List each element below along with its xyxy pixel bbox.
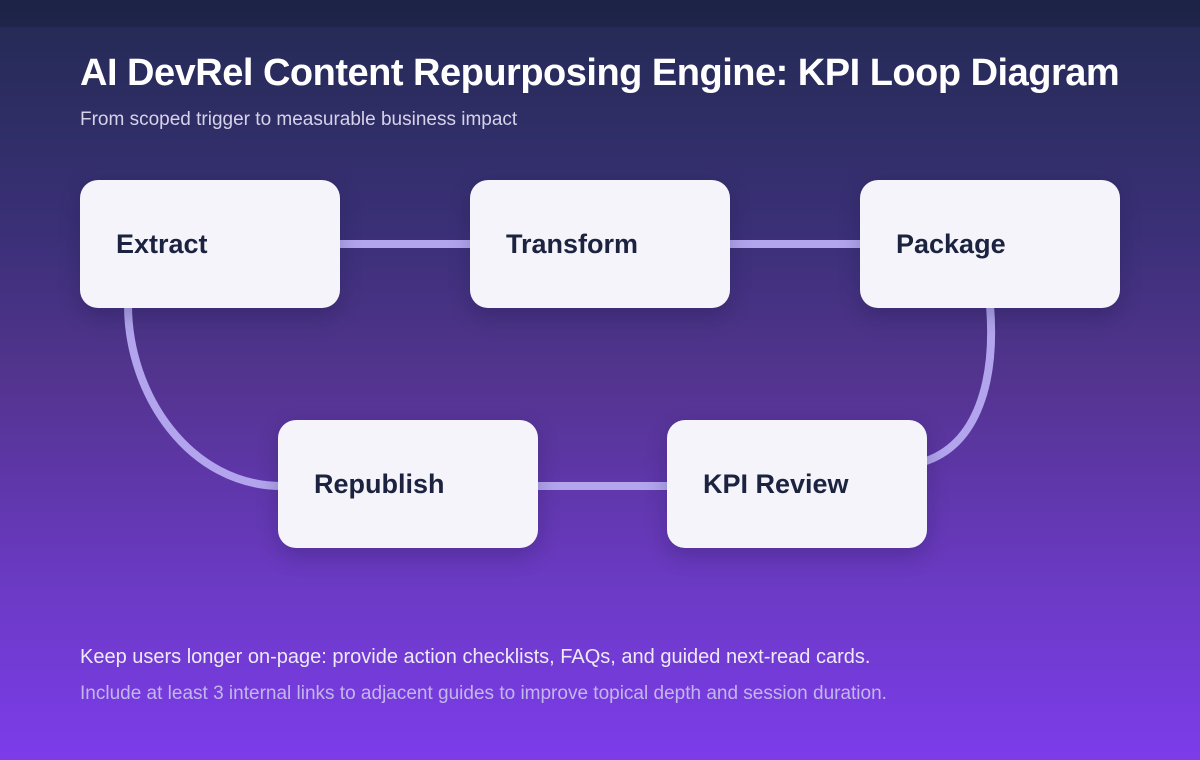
node-kpi-review: KPI Review: [667, 420, 927, 548]
footer-note-primary: Keep users longer on-page: provide actio…: [80, 646, 871, 668]
node-package-label: Package: [896, 228, 1006, 259]
node-transform-label: Transform: [506, 228, 639, 259]
header: AI DevRel Content Repurposing Engine: KP…: [80, 52, 1200, 131]
node-package: Package: [860, 180, 1120, 308]
node-republish: Republish: [278, 420, 538, 548]
connector-extract-to-republish: [124, 301, 286, 490]
page-title: AI DevRel Content Repurposing Engine: KP…: [80, 52, 1120, 94]
connector-package-to-kpi-review: [919, 301, 996, 466]
node-extract-label: Extract: [116, 228, 208, 259]
page-subtitle: From scoped trigger to measurable busine…: [80, 109, 518, 130]
node-extract: Extract: [80, 180, 340, 308]
node-republish-label: Republish: [314, 468, 445, 499]
footer-notes: Keep users longer on-page: provide actio…: [80, 646, 1200, 705]
top-bar: [0, 0, 1200, 27]
node-transform: Transform: [470, 180, 730, 308]
node-kpi-review-label: KPI Review: [703, 468, 849, 499]
footer-note-secondary: Include at least 3 internal links to adj…: [80, 683, 887, 704]
